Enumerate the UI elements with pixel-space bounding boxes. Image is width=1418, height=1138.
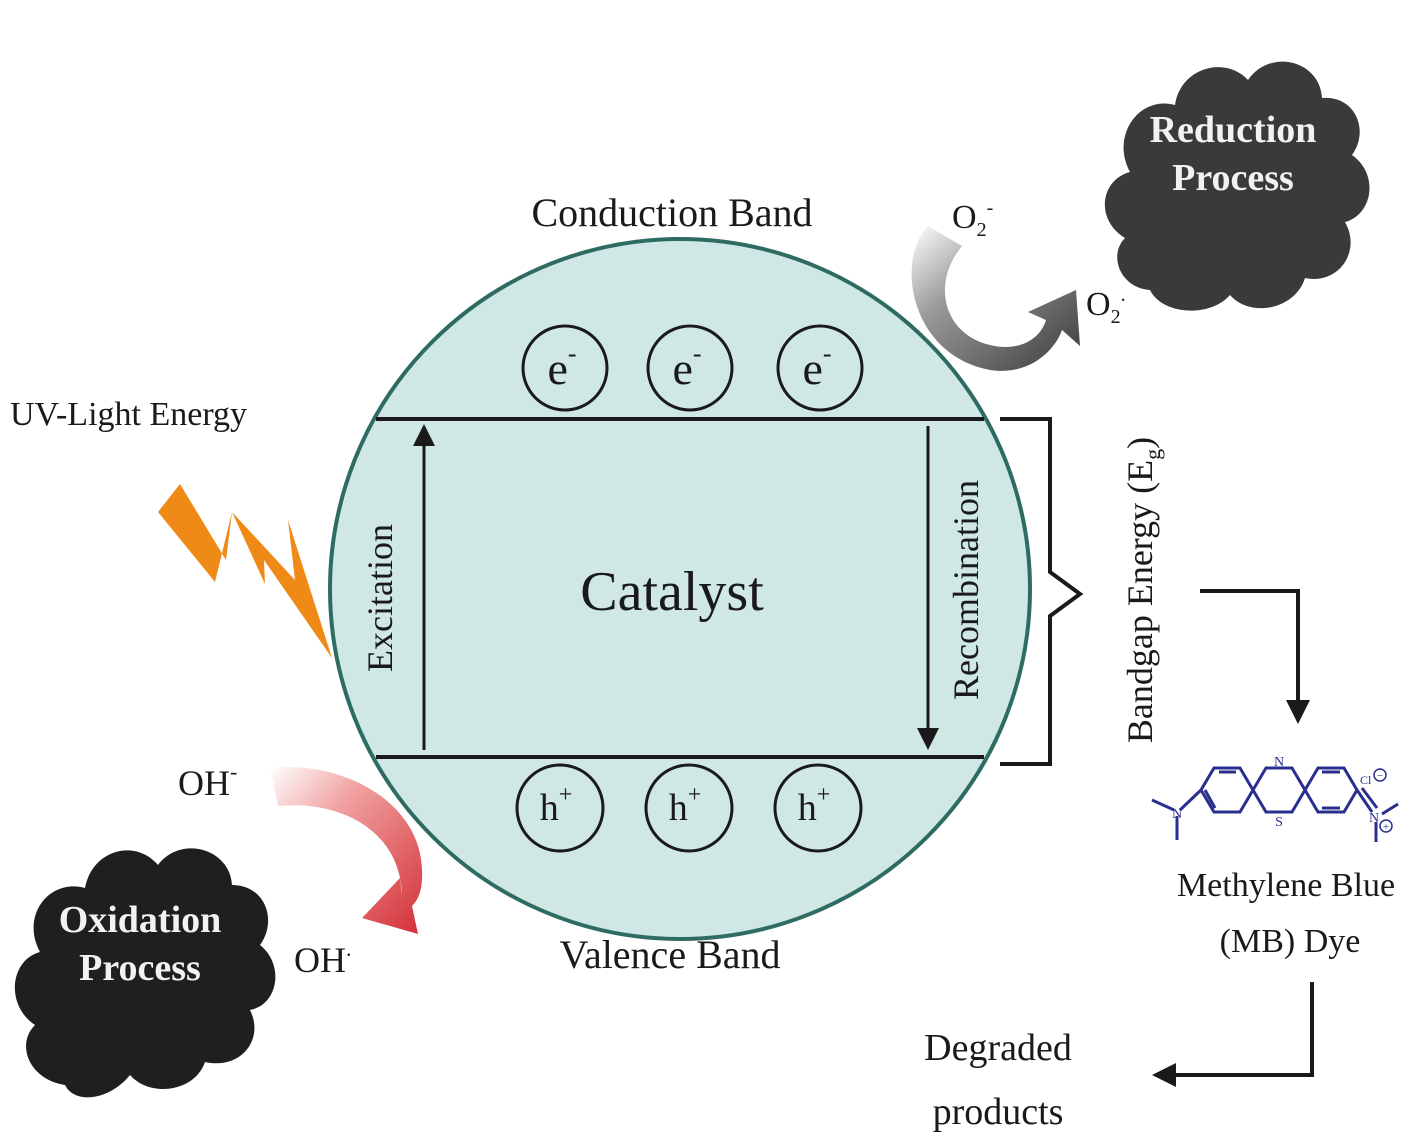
- svg-text:h+: h+: [540, 782, 573, 829]
- oxidation-label-line2: Process: [79, 947, 201, 989]
- valence-band-label: Valence Band: [559, 932, 780, 977]
- excitation-label: Excitation: [360, 524, 400, 672]
- o2-product-label: O2.: [1086, 284, 1126, 328]
- lightning-icon: [158, 484, 332, 658]
- recombination-arrow-head: [917, 728, 939, 750]
- mb-to-degraded-arrowhead: [1152, 1063, 1176, 1087]
- hole-2: h+: [644, 763, 734, 853]
- mb-chloride-charge: −: [1377, 770, 1383, 782]
- uv-light-label: UV-Light Energy: [10, 396, 247, 433]
- oxidation-cloud-icon: [14, 848, 276, 1098]
- bandgap-to-mb-arrow: [1200, 589, 1300, 705]
- svg-text:e-: e-: [547, 339, 576, 394]
- mb-atom-n-bridge: N: [1274, 755, 1284, 770]
- o2-reactant-label: O2-: [952, 197, 993, 241]
- svg-text:h+: h+: [798, 782, 831, 829]
- conduction-band-label: Conduction Band: [531, 190, 812, 235]
- degraded-label-line2: products: [933, 1091, 1064, 1133]
- hole-1: h+: [515, 763, 605, 853]
- oh-reactant-label: OH-: [178, 759, 237, 803]
- catalyst-label: Catalyst: [580, 561, 764, 623]
- mb-atom-n-right: N: [1369, 811, 1379, 826]
- svg-text:h+: h+: [669, 782, 702, 829]
- excitation-arrow-head: [413, 424, 435, 446]
- mb-chloride-charge-ring: [1373, 768, 1387, 782]
- oxidation-label-line1: Oxidation: [59, 899, 222, 941]
- electron-1: e-: [521, 324, 609, 412]
- mb-atom-cl: Cl: [1360, 773, 1372, 787]
- oh-product-label: OH.: [294, 936, 352, 980]
- hole-3: h+: [773, 763, 863, 853]
- reduction-cloud-icon: [1104, 61, 1370, 311]
- mb-nitrogen-charge: +: [1383, 821, 1389, 833]
- mb-nitrogen-charge-ring: [1379, 819, 1393, 833]
- reduction-arrow-icon: [911, 226, 1080, 371]
- mb-label-line1: Methylene Blue: [1177, 867, 1395, 904]
- methylene-blue-molecule-icon: [1151, 766, 1399, 842]
- degraded-label-line1: Degraded: [924, 1027, 1072, 1069]
- mb-atom-n-left: N: [1172, 807, 1182, 822]
- electron-2: e-: [646, 324, 734, 412]
- reduction-label-line2: Process: [1172, 157, 1294, 199]
- reduction-label-line1: Reduction: [1150, 109, 1317, 151]
- electron-3: e-: [776, 324, 864, 412]
- svg-text:e-: e-: [672, 339, 701, 394]
- mb-to-degraded-arrow: [1172, 982, 1314, 1077]
- bandgap-bracket: [1000, 417, 1084, 766]
- bandgap-label: Bandgap Energy (Eg): [1120, 437, 1165, 743]
- mb-atom-s: S: [1275, 815, 1283, 830]
- svg-text:e-: e-: [802, 339, 831, 394]
- mb-label-line2: (MB) Dye: [1220, 923, 1361, 960]
- catalyst-circle: [328, 237, 1032, 941]
- recombination-label: Recombination: [946, 480, 986, 700]
- bandgap-to-mb-arrowhead: [1286, 700, 1310, 724]
- oxidation-arrow-icon: [270, 766, 423, 934]
